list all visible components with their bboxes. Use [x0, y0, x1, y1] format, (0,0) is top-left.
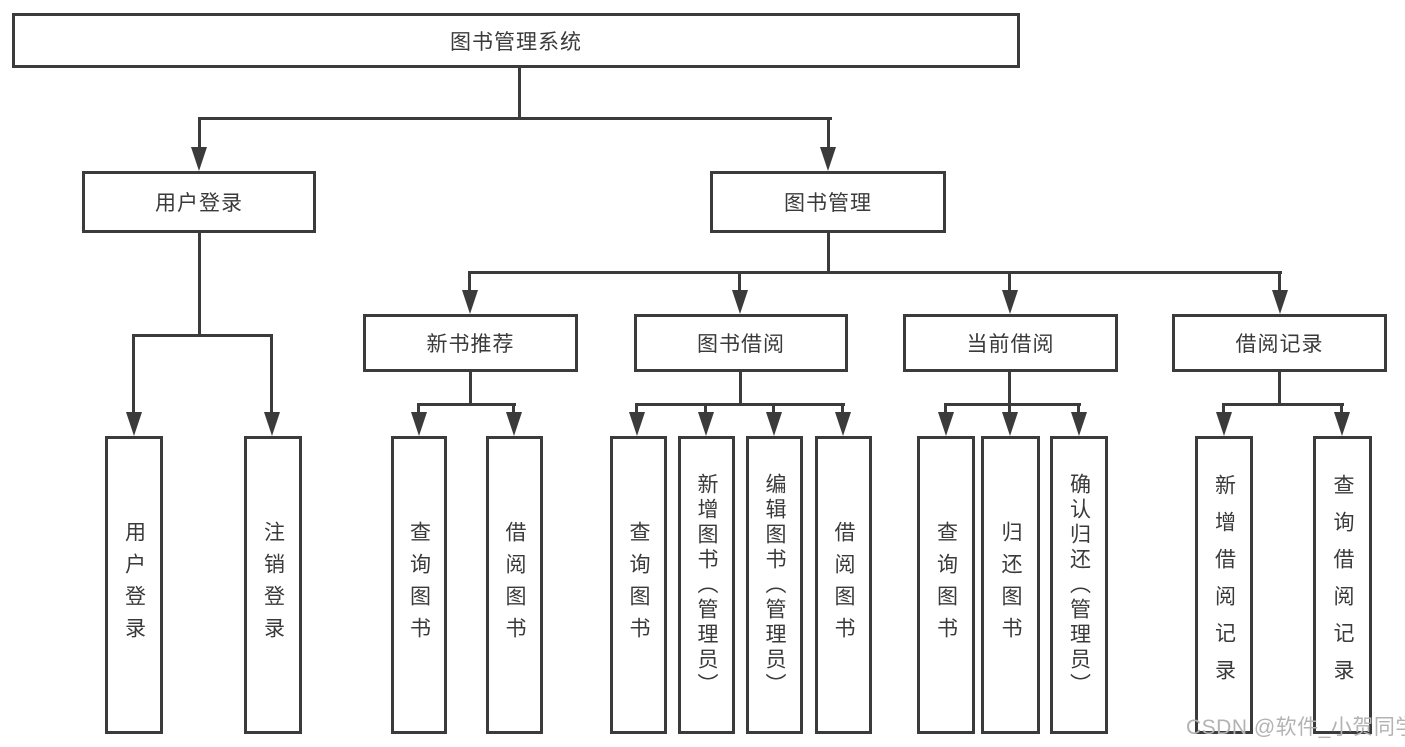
arrowhead-icon — [126, 412, 142, 436]
arrowhead-icon — [1002, 412, 1018, 436]
arrowhead-icon — [835, 412, 851, 436]
arrowhead-icon — [411, 412, 427, 436]
leaf-user-login: 用户登录 — [105, 436, 163, 734]
connector-line — [469, 372, 472, 405]
leaf-borrow-books: 借阅图书 — [815, 436, 872, 734]
connector-line — [1222, 403, 1225, 414]
connector-line — [827, 117, 830, 149]
connector-line — [772, 403, 775, 414]
connector-line — [636, 403, 845, 406]
connector-line — [945, 403, 1081, 406]
arrowhead-icon — [191, 147, 207, 171]
connector-line — [132, 334, 135, 412]
leaf-query-books-current: 查询图书 — [917, 436, 975, 734]
connector-line — [1278, 372, 1281, 405]
node-current-borrow: 当前借阅 — [903, 314, 1118, 372]
node-user-login: 用户登录 — [82, 171, 316, 233]
arrowhead-icon — [1272, 290, 1288, 314]
leaf-edit-books-admin: 编辑图书（管理员） — [746, 436, 803, 734]
connector-line — [417, 403, 420, 414]
arrowhead-icon — [1334, 412, 1350, 436]
arrowhead-icon — [1002, 290, 1018, 314]
connector-line — [704, 403, 707, 414]
arrowhead-icon — [698, 412, 714, 436]
connector-line — [512, 403, 515, 414]
leaf-query-books-newrec: 查询图书 — [391, 436, 447, 734]
arrowhead-icon — [1216, 412, 1232, 436]
connector-line — [270, 334, 273, 412]
connector-line — [739, 372, 742, 405]
connector-line — [198, 117, 832, 120]
arrowhead-icon — [462, 290, 478, 314]
connector-line — [1340, 403, 1343, 414]
node-new-book-rec: 新书推荐 — [363, 314, 578, 372]
csdn-watermark: CSDN @软件_小贺同学 — [1186, 716, 1405, 739]
arrowhead-icon — [506, 412, 522, 436]
arrowhead-icon — [938, 412, 954, 436]
connector-line — [635, 403, 638, 414]
leaf-add-books-admin: 新增图书（管理员） — [678, 436, 735, 734]
connector-line — [418, 403, 516, 406]
leaf-return-books: 归还图书 — [981, 436, 1040, 734]
connector-line — [198, 233, 201, 336]
connector-line — [1008, 403, 1011, 414]
arrowhead-icon — [732, 290, 748, 314]
node-book-mgmt: 图书管理 — [710, 171, 946, 233]
connector-line — [518, 68, 521, 119]
leaf-borrow-books-newrec: 借阅图书 — [486, 436, 543, 734]
leaf-query-books-borrow: 查询图书 — [610, 436, 667, 734]
connector-line — [827, 233, 830, 273]
connector-line — [1223, 403, 1344, 406]
connector-line — [841, 403, 844, 414]
connector-line — [133, 334, 273, 337]
arrowhead-icon — [820, 147, 836, 171]
node-borrow-record: 借阅记录 — [1172, 314, 1387, 372]
arrowhead-icon — [264, 412, 280, 436]
leaf-query-borrow-record: 查询借阅记录 — [1313, 436, 1372, 734]
arrowhead-icon — [629, 412, 645, 436]
connector-line — [198, 117, 201, 149]
node-root: 图书管理系统 — [12, 13, 1020, 68]
connector-line — [1008, 271, 1011, 291]
arrowhead-icon — [766, 412, 782, 436]
node-book-borrow: 图书借阅 — [634, 314, 848, 372]
leaf-add-borrow-record: 新增借阅记录 — [1195, 436, 1253, 734]
connector-line — [1008, 372, 1011, 405]
connector-line — [1077, 403, 1080, 414]
connector-line — [468, 271, 471, 291]
connector-line — [944, 403, 947, 414]
leaf-logout-login: 注销登录 — [244, 436, 302, 734]
connector-line — [469, 271, 1282, 274]
arrowhead-icon — [1071, 412, 1087, 436]
connector-line — [1278, 271, 1281, 291]
leaf-confirm-return-admin: 确认归还（管理员） — [1050, 436, 1108, 734]
connector-line — [738, 271, 741, 291]
